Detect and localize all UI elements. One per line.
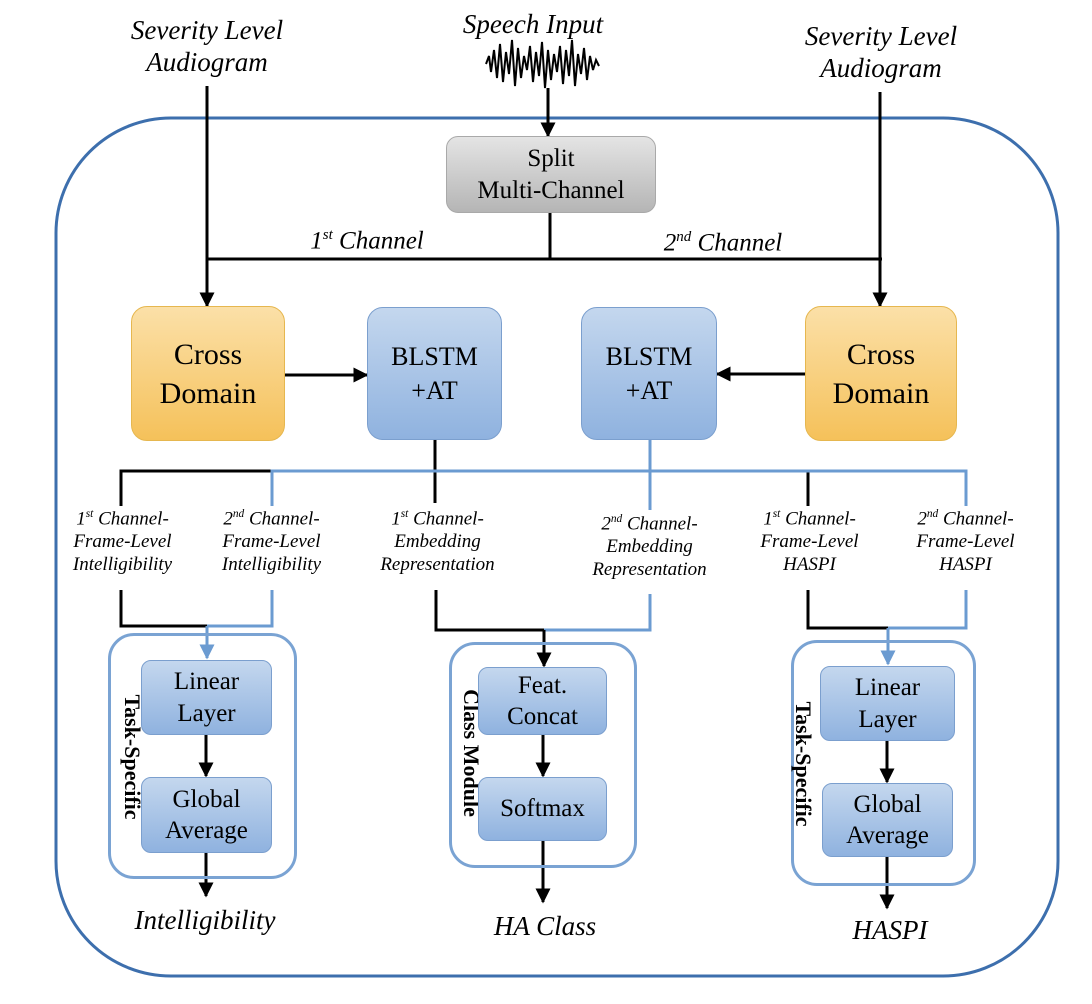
first-channel-label: 1st Channel <box>310 227 424 255</box>
cross-domain-line2: Domain <box>832 376 930 410</box>
right-global-line1: Global <box>853 790 922 818</box>
left-linear-line2: Layer <box>177 699 236 727</box>
left-global-line1: Global <box>172 785 241 813</box>
speech-input-label: Speech Input <box>462 9 604 39</box>
right-cross-domain-block: Cross Domain <box>805 306 957 441</box>
feature-label-5: 1st Channel- Frame-Level HASPI <box>760 508 859 575</box>
line-f3-to-middle-module <box>434 590 544 632</box>
right-linear-line1: Linear <box>854 674 921 702</box>
left-linear-layer-block: Linear Layer <box>141 660 272 735</box>
split-line2: Multi-Channel <box>477 176 625 204</box>
cross-domain-line1: Cross <box>846 337 916 371</box>
right-severity-line2: Audiogram <box>820 53 942 84</box>
output-intelligibility: Intelligibility <box>134 905 276 935</box>
blstm-line1: BLSTM <box>391 341 478 371</box>
feat-concat-line2: Concat <box>507 703 578 730</box>
line-f4-to-middle-module <box>544 594 652 632</box>
waveform-icon <box>485 39 600 89</box>
right-linear-layer-block: Linear Layer <box>820 666 955 741</box>
line-f2-to-left-module <box>207 590 274 628</box>
left-task-specific-module <box>108 633 297 879</box>
output-ha-class: HA Class <box>493 911 597 941</box>
right-severity-label: Severity Level Audiogram <box>796 20 966 85</box>
right-task-specific-module <box>791 640 976 886</box>
left-severity-label: Severity Level Audiogram <box>122 14 292 79</box>
feature-label-6: 2nd Channel- Frame-Level HASPI <box>916 508 1015 575</box>
feat-concat-line1: Feat. <box>517 671 568 699</box>
split-line1: Split <box>527 145 575 173</box>
feature-label-1: 1st Channel- Frame-Level Intelligibility <box>72 508 173 575</box>
feature-label-2: 2nd Channel- Frame-Level Intelligibility <box>221 508 322 575</box>
right-linear-line2: Layer <box>858 705 917 733</box>
left-severity-line1: Severity Level <box>130 15 284 45</box>
line-channel2-bus <box>270 440 968 510</box>
right-global-line2: Average <box>846 822 929 849</box>
outer-frame <box>54 116 1060 978</box>
right-blstm-block: BLSTM +AT <box>581 307 717 440</box>
left-cross-domain-block: Cross Domain <box>131 306 285 441</box>
blstm-line1: BLSTM <box>605 341 693 371</box>
output-haspi: HASPI <box>852 915 928 945</box>
right-module-side-label: Task-Specific <box>791 701 816 827</box>
second-channel-label: 2nd Channel <box>663 229 783 257</box>
feature-label-3: 1st Channel- Embedding Representation <box>380 508 495 575</box>
line-channel1-bus <box>119 440 810 506</box>
right-severity-line1: Severity Level <box>804 21 958 51</box>
blstm-line2: +AT <box>411 375 458 405</box>
left-global-average-block: Global Average <box>141 777 272 853</box>
right-global-average-block: Global Average <box>822 783 953 857</box>
line-f6-to-right-module <box>888 590 968 630</box>
split-multichannel-block: Split Multi-Channel <box>446 136 656 213</box>
blstm-line2: +AT <box>625 375 673 405</box>
feat-concat-block: Feat. Concat <box>478 667 607 735</box>
softmax-line1: Softmax <box>500 795 585 823</box>
softmax-block: Softmax <box>478 777 607 841</box>
cross-domain-line1: Cross <box>173 337 243 371</box>
class-module <box>449 642 637 868</box>
left-severity-line2: Audiogram <box>146 47 268 78</box>
left-blstm-block: BLSTM +AT <box>367 307 502 440</box>
left-global-line2: Average <box>165 817 248 844</box>
line-f1-to-left-module <box>119 590 207 628</box>
feature-label-4: 2nd Channel- Embedding Representation <box>592 513 707 580</box>
cross-domain-line2: Domain <box>159 376 257 410</box>
left-linear-line1: Linear <box>173 668 240 696</box>
line-f5-to-right-module <box>806 590 888 630</box>
